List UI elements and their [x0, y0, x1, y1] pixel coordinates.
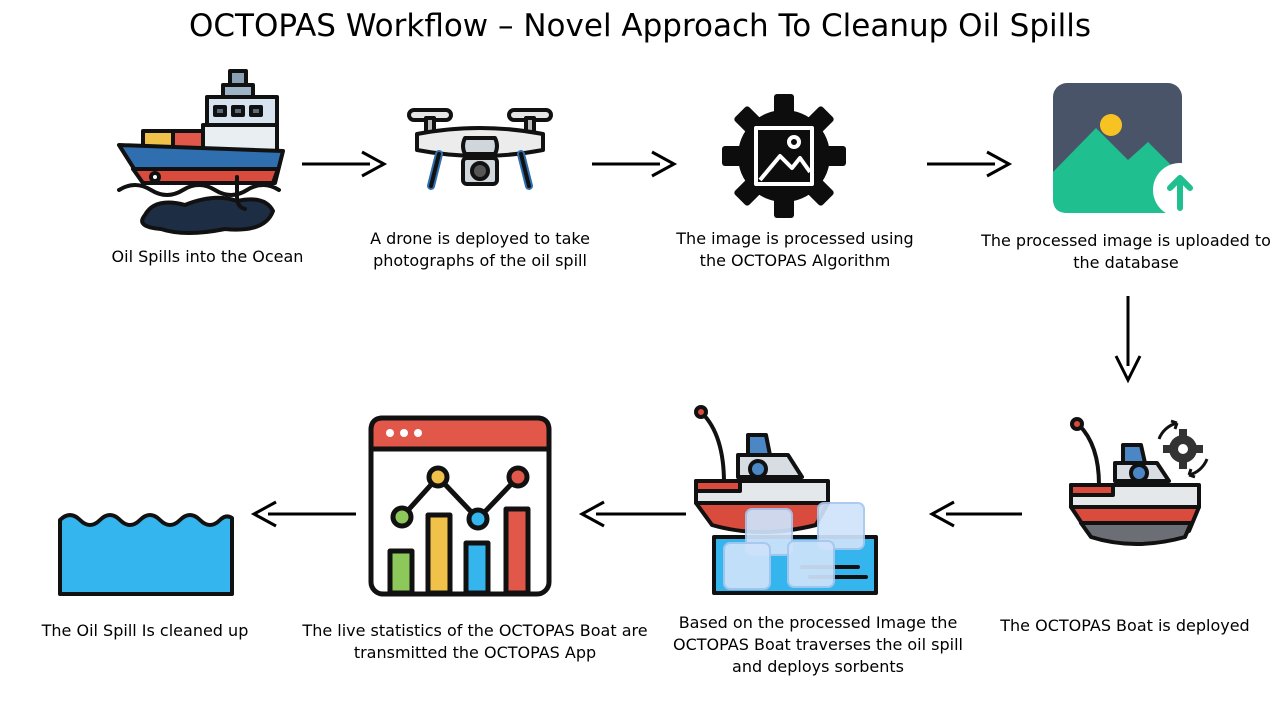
boat-with-sorbents-icon [694, 405, 878, 595]
arrow-down [1114, 296, 1142, 384]
boat-with-gear-icon [1069, 417, 1209, 546]
diagram-title: OCTOPAS Workflow – Novel Approach To Cle… [188, 8, 1092, 44]
step-caption: The Oil Spill Is cleaned up [41, 621, 249, 640]
step-caption: Oil Spills into the Ocean [111, 247, 304, 266]
image-processing-gear-icon [722, 94, 846, 218]
step-caption: The image is processed using the OCTOPAS… [676, 229, 914, 270]
step-caption: The live statistics of the OCTOPAS Boat … [302, 621, 648, 662]
image-upload-icon [1053, 83, 1202, 217]
arrow-left-3 [250, 500, 356, 528]
statistics-dashboard-icon [368, 415, 552, 597]
step-caption: A drone is deployed to take photographs … [370, 229, 590, 270]
arrow-right-2 [592, 150, 678, 178]
arrow-left-1 [928, 500, 1022, 528]
step-caption: Based on the processed Image the OCTOPAS… [673, 613, 963, 676]
step-caption: The OCTOPAS Boat is deployed [1000, 616, 1250, 635]
cargo-ship-oil-spill-icon [117, 69, 285, 235]
arrow-left-2 [578, 500, 686, 528]
arrow-right-3 [927, 150, 1013, 178]
step-caption: The processed image is uploaded to the d… [981, 231, 1271, 272]
clean-water-icon [58, 513, 234, 596]
arrow-right-1 [302, 150, 388, 178]
drone-icon [407, 108, 553, 190]
